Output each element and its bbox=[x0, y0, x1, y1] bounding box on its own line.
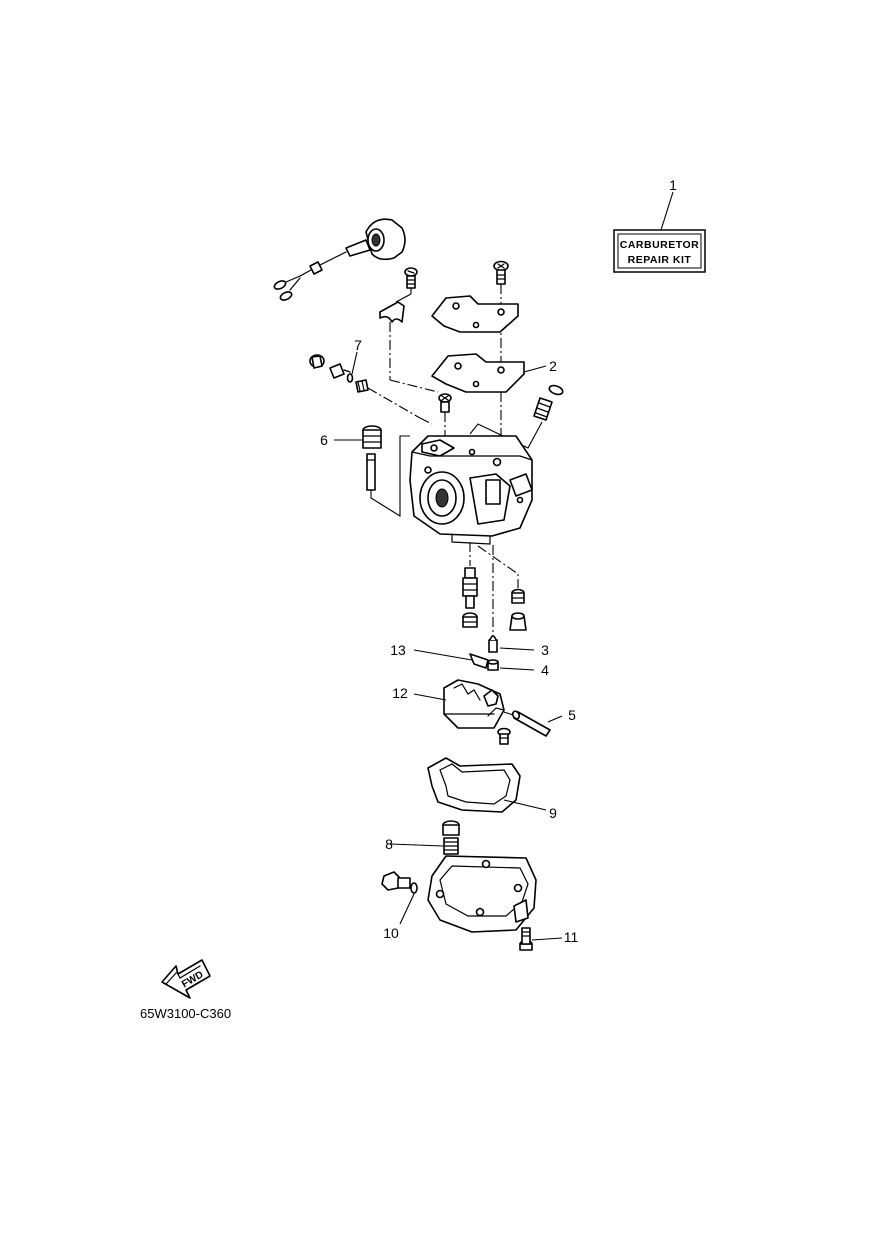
kit-label-line2: REPAIR KIT bbox=[628, 254, 692, 266]
choke-link-arm bbox=[379, 301, 405, 323]
drain-screw bbox=[381, 871, 418, 925]
callout-7: 7 bbox=[354, 337, 362, 353]
top-cover-gasket bbox=[431, 353, 547, 393]
float bbox=[413, 679, 505, 729]
callout-5: 5 bbox=[568, 707, 576, 723]
callout-3: 3 bbox=[541, 642, 549, 658]
throttle-stop-screw bbox=[533, 384, 564, 421]
repair-kit-label-box: CARBURETOR REPAIR KIT bbox=[613, 191, 706, 273]
main-nozzle-jet bbox=[334, 425, 382, 491]
top-cover-screw-right bbox=[493, 260, 509, 285]
callout-13: 13 bbox=[390, 642, 406, 658]
drawing-code: 65W3100-C360 bbox=[140, 1006, 231, 1021]
callout-4: 4 bbox=[541, 662, 549, 678]
float-pin bbox=[511, 710, 563, 737]
pilot-screw-set bbox=[309, 351, 369, 393]
needle-seat bbox=[487, 659, 535, 671]
body-screw bbox=[438, 393, 452, 413]
fwd-arrow-icon: FWD bbox=[161, 959, 211, 999]
top-cover-plate bbox=[431, 295, 519, 333]
callout-9: 9 bbox=[549, 805, 557, 821]
carburetor-body bbox=[409, 435, 533, 545]
pilot-jet-holder bbox=[462, 567, 478, 628]
callout-2: 2 bbox=[549, 358, 557, 374]
callout-10: 10 bbox=[383, 925, 399, 941]
float-chamber bbox=[427, 855, 537, 933]
callout-1: 1 bbox=[669, 177, 677, 193]
float-pin-screw bbox=[497, 727, 511, 745]
float-chamber-spring bbox=[389, 820, 460, 855]
main-jet bbox=[509, 588, 527, 631]
needle-clip bbox=[413, 649, 489, 669]
needle-valve bbox=[488, 635, 535, 653]
choke-cable-assembly bbox=[273, 218, 406, 301]
chamber-screw bbox=[519, 927, 563, 951]
callout-6: 6 bbox=[320, 432, 328, 448]
callout-8: 8 bbox=[385, 836, 393, 852]
top-cover-screw-left bbox=[404, 267, 418, 289]
kit-label-line1: CARBURETOR bbox=[620, 239, 699, 251]
float-chamber-gasket bbox=[427, 757, 547, 813]
callout-12: 12 bbox=[392, 685, 408, 701]
callout-11: 11 bbox=[564, 929, 579, 945]
